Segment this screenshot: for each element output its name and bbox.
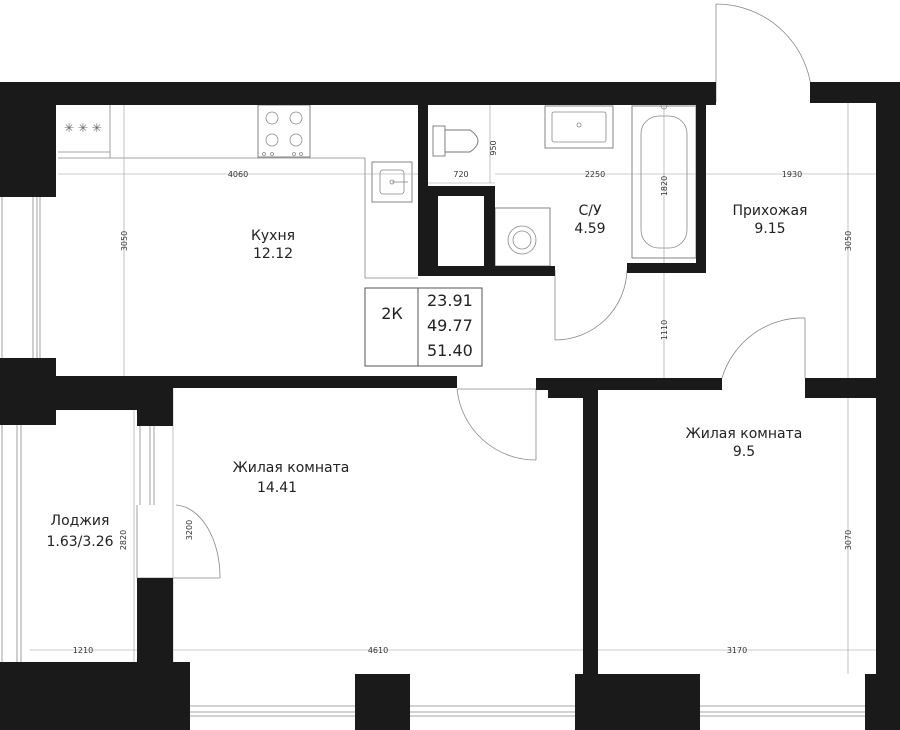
dim-bathtub-length: 1820 [660,176,669,196]
window-bottom-1 [190,705,355,717]
dimension-lines [30,103,878,674]
living-room-1-area: 14.41 [257,480,297,496]
window-loggia [1,425,22,662]
dim-loggia-height: 2820 [119,530,128,550]
entrance-door[interactable] [715,3,813,102]
dim-living1-height: 3200 [185,520,194,540]
dim-corridor-depth: 1110 [660,320,669,340]
bathroom-door[interactable] [554,269,628,341]
dim-hall-width: 1930 [782,170,802,179]
toilet-icon [432,125,479,157]
window-loggia-door [139,425,155,505]
window-bottom-2 [410,705,575,717]
walls [0,82,900,730]
vent-icon: ✳ ✳ ✳ [64,121,102,135]
washing-machine-icon [494,207,551,267]
washbasin-icon [544,105,614,149]
bathroom-label: С/У [578,203,601,219]
loggia-area: 1.63/3.26 [46,534,113,550]
area-summary: 2К 23.91 49.77 51.40 [364,287,483,367]
kitchen-label: Кухня [251,228,295,244]
kitchen-area: 12.12 [253,246,293,262]
dim-kitchen-width: 4060 [228,170,248,179]
hallway-area: 9.15 [754,221,785,237]
living-room-2-label: Жилая комната [686,426,803,442]
loggia-door[interactable] [136,504,221,579]
living-room-2-door[interactable] [721,317,806,379]
bathroom-fixtures [432,102,697,267]
stove-icon [257,104,311,158]
total-area-value: 49.77 [427,316,473,335]
dim-living2-height: 3070 [844,530,853,550]
living-room-1-label: Жилая комната [233,460,350,476]
doors [136,3,813,579]
dim-loggia-width: 1210 [73,646,93,655]
windows [1,195,865,717]
total-with-loggia-value: 51.40 [427,341,473,360]
apartment-type: 2К [381,304,403,323]
window-bottom-3 [700,705,865,717]
bathroom-area: 4.59 [574,221,605,237]
kitchen-counter: ✳ ✳ ✳ [58,104,418,279]
dim-wc-width: 720 [453,170,468,179]
hallway-label: Прихожая [733,203,808,219]
dim-wc-depth: 950 [489,140,498,155]
living-room-2-area: 9.5 [733,444,755,460]
dim-kitchen-height: 3050 [120,231,129,251]
dim-hall-height: 3050 [844,231,853,251]
living-area-value: 23.91 [427,291,473,310]
window-kitchen [1,195,41,358]
dim-living2-width: 3170 [727,646,747,655]
dim-living1-width: 4610 [368,646,388,655]
dim-bath-width: 2250 [585,170,605,179]
room-labels: Кухня 12.12 С/У 4.59 Прихожая 9.15 Жилая… [46,203,807,550]
loggia-label: Лоджия [51,513,110,529]
dimension-labels: 4060 3050 720 950 2250 1820 1930 3050 11… [73,140,853,655]
living-room-1-door[interactable] [456,388,537,461]
